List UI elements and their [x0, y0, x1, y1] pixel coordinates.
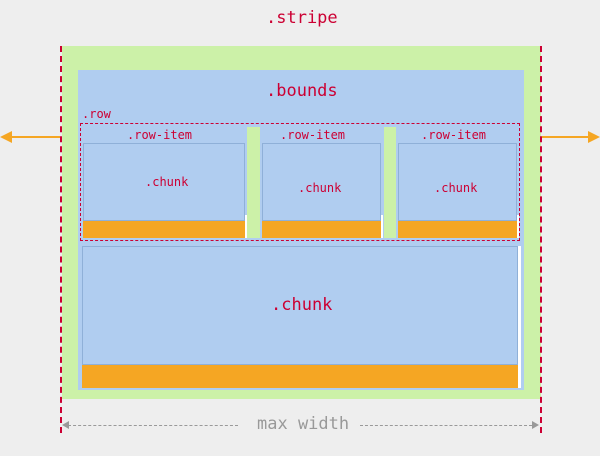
row-gutter-mark — [517, 215, 519, 238]
chunk-1 — [83, 143, 245, 221]
row-item-3-label: .row-item — [421, 128, 487, 142]
bounds-label: .bounds — [266, 81, 338, 101]
max-width-line-right — [360, 425, 532, 426]
chunk-main — [82, 246, 518, 365]
chunk-1-footer — [83, 221, 245, 238]
row-gap-1 — [247, 127, 260, 238]
left-extend-arrow-line — [10, 136, 60, 138]
row-gutter-mark — [381, 215, 383, 238]
chunk-main-edge — [518, 246, 521, 388]
max-width-label: max width — [257, 414, 350, 434]
row-label: .row — [82, 107, 111, 121]
stripe-left-boundary — [60, 46, 62, 433]
stripe-label: .stripe — [266, 8, 338, 28]
chunk-3 — [398, 143, 517, 221]
chunk-main-footer — [82, 365, 518, 388]
row-outline — [80, 123, 520, 241]
max-width-line-left — [68, 425, 238, 426]
chunk-main-label: .chunk — [271, 295, 333, 315]
left-arrow-icon — [0, 131, 12, 143]
max-width-right-arrow-icon — [532, 421, 539, 429]
chunk-3-footer — [398, 221, 517, 238]
row-item-1-label: .row-item — [127, 128, 193, 142]
row-gap-2 — [384, 127, 396, 238]
chunk-3-label: .chunk — [434, 181, 478, 195]
right-extend-arrow-line — [542, 136, 590, 138]
row-gutter-mark — [245, 215, 247, 238]
stripe-right-boundary — [540, 46, 542, 433]
right-arrow-icon — [588, 131, 600, 143]
chunk-2-label: .chunk — [298, 181, 342, 195]
chunk-2 — [262, 143, 381, 221]
chunk-1-label: .chunk — [145, 175, 189, 189]
max-width-left-arrow-icon — [62, 421, 69, 429]
row-item-2-label: .row-item — [280, 128, 346, 142]
chunk-2-footer — [262, 221, 381, 238]
